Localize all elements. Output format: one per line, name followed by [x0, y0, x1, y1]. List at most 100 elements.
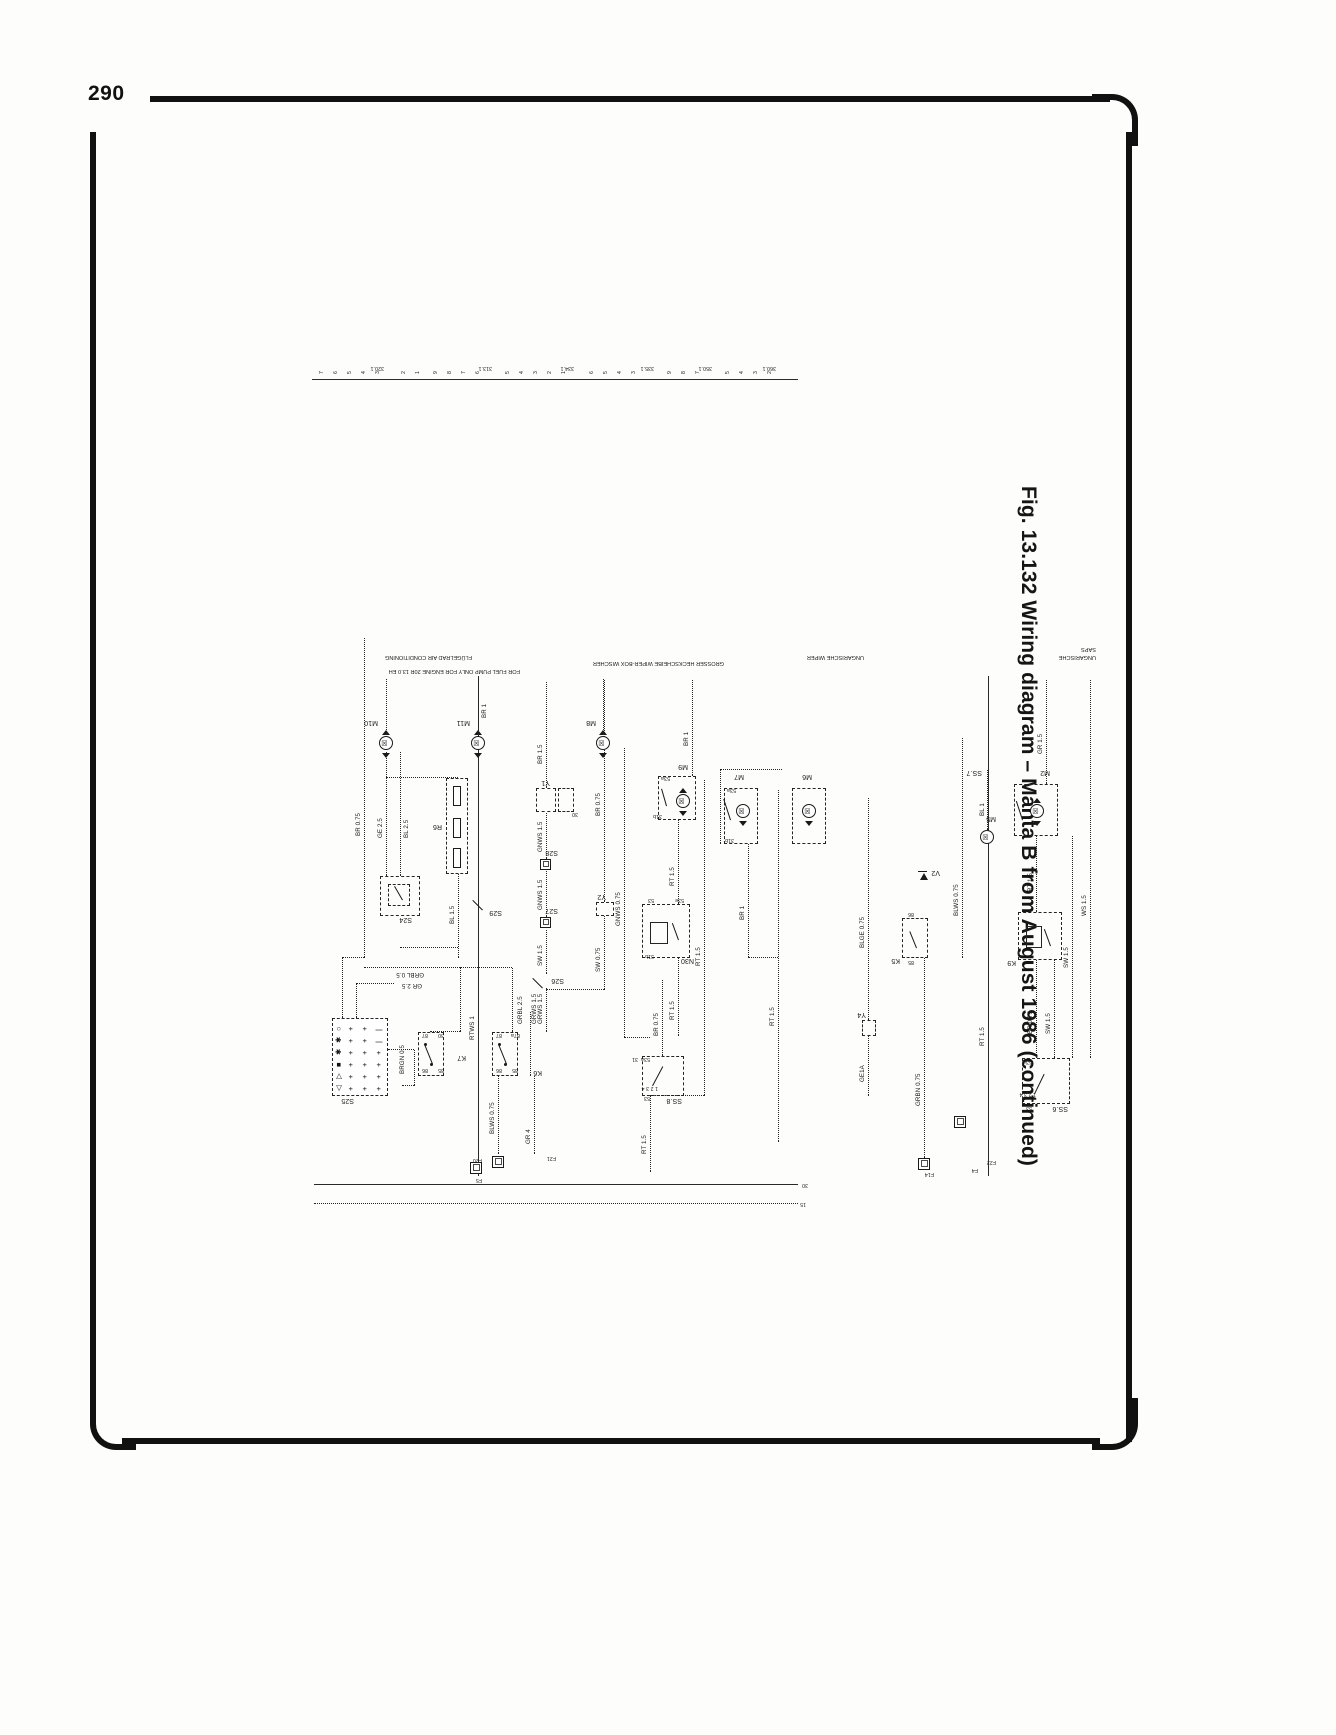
- scale-tick-label: 7: [695, 371, 701, 374]
- wire-label-rt15b: RT 1.5: [669, 1001, 676, 1020]
- wire-label-br075b: BR 0.75: [595, 792, 602, 816]
- wire: [868, 798, 869, 1020]
- ss8-pins: 1 2 3 4: [641, 1085, 658, 1091]
- switch-s27[interactable]: [540, 917, 551, 928]
- rail-label-15: 15: [800, 1201, 806, 1207]
- motor-m7-wing: [739, 821, 747, 826]
- diode-v2-bar: [918, 870, 927, 872]
- terminal-87: 87: [496, 1032, 502, 1038]
- wire: [1046, 680, 1047, 784]
- wire: [342, 958, 343, 1018]
- wire-label-bl1: BL 1: [979, 803, 986, 816]
- scale-tick-label: 4: [739, 371, 745, 374]
- scale-tick-label: 5: [603, 371, 609, 374]
- valve-y2: [596, 902, 614, 916]
- wire: [342, 957, 364, 958]
- relay-k5[interactable]: [902, 918, 928, 958]
- terminal-86: 86: [422, 1067, 428, 1073]
- wire: [364, 967, 460, 968]
- scale-tick-label: 3: [533, 371, 539, 374]
- wire-label-rt15: RT 1.5: [641, 1135, 648, 1154]
- rail-label-30: 30: [802, 1182, 808, 1188]
- wire-label-grbl: GRBL 0.5: [396, 971, 424, 978]
- k9-core: [1026, 926, 1042, 948]
- wire-label-rt15e: RT 1.5: [979, 1027, 986, 1046]
- component-label-m8: M8: [586, 719, 596, 726]
- y1-lower: [558, 788, 574, 812]
- scale-tick-label: 3: [375, 371, 381, 374]
- component-label-s25: S25: [341, 1097, 354, 1104]
- r6-element: [453, 818, 461, 838]
- wire: [1072, 836, 1073, 1058]
- scale-tick-label: 2: [401, 371, 407, 374]
- terminal-53a: 53a: [641, 1056, 650, 1062]
- scale-tick-label: 7: [319, 371, 325, 374]
- fuse-f11[interactable]: [492, 1156, 504, 1168]
- component-label-ss6: SS.6: [1052, 1105, 1068, 1112]
- wire-label-sw15c: SW 1.5: [1063, 947, 1070, 968]
- wire: [1036, 836, 1037, 912]
- terminal-30b: 30: [572, 811, 578, 817]
- scale-column-320: 320.1: [370, 365, 384, 371]
- frame-corner-bottom-right: [1092, 1398, 1138, 1450]
- terminal-86b: 86: [908, 911, 914, 917]
- note-fuel-pump: FOR FUEL PUMP ONLY FOR ENGINE 20R 13.0 E…: [388, 668, 520, 674]
- wire-label-grbl25: GRBL 2.5: [517, 996, 524, 1024]
- scale-tick-label: 3: [631, 371, 637, 374]
- r6-element: [453, 848, 461, 868]
- wire: [624, 1037, 650, 1038]
- wire-rt15-bus: [778, 790, 779, 1142]
- scale-tick-label: 6: [475, 371, 481, 374]
- fuse-f14[interactable]: [918, 1158, 930, 1170]
- wire: [400, 752, 401, 876]
- connector-pad[interactable]: [954, 1116, 966, 1128]
- note-wiper-box: UNGARISCHE WIPER: [806, 654, 864, 660]
- wire-label-rtws: RTWS 1: [469, 1016, 476, 1040]
- terminal-85: 85: [512, 1067, 518, 1073]
- motor-m9-wing: [679, 811, 687, 816]
- motor-m8: ☒: [596, 736, 610, 750]
- motor-m6: ☒: [802, 804, 816, 818]
- motor-m11-wing: [474, 753, 482, 758]
- wire: [720, 769, 782, 770]
- motor-m9: ☒: [676, 794, 690, 808]
- wire-label-rt15d: RT 1.5: [769, 1007, 776, 1026]
- terminal-87: 87: [422, 1032, 428, 1038]
- wire-label-br075c: BR 0.75: [653, 1012, 660, 1036]
- wire: [546, 813, 547, 859]
- component-label-v2: V2: [931, 869, 940, 876]
- fuse-f5[interactable]: [470, 1162, 482, 1174]
- wire-label-gnws15b: GNWS 1.5: [537, 821, 544, 852]
- wire-main-rt15: [478, 676, 479, 1176]
- wire: [1054, 960, 1055, 1058]
- wire-label-grbn075: GRBN 0.75: [915, 1073, 922, 1106]
- note-rear-wiper: GROSSER HECKSCHEIBE WIPER-BOX WISCHER: [592, 660, 724, 666]
- wire: [414, 1050, 415, 1086]
- s25-switch-matrix[interactable]: ◁ ▷ ■ ✱ ✱ ○ + + + + + + + + + + + + + +: [332, 1018, 388, 1096]
- component-label-m11: M11: [456, 719, 470, 726]
- wire-label-grws15b: GRWS 1.5: [537, 993, 544, 1024]
- wire: [498, 1076, 499, 1154]
- scale-tick-label: 2: [547, 371, 553, 374]
- motor-m8-wing: [599, 753, 607, 758]
- motor-m2-wing: [1033, 821, 1041, 826]
- wire-label-br05: BRGN 0.5: [399, 1045, 406, 1074]
- motor-m11: ☒: [471, 736, 485, 750]
- scale-tick-label: 9: [433, 371, 439, 374]
- component-label-f20: F20: [472, 1157, 482, 1163]
- scale-tick-label: 1: [415, 371, 421, 374]
- switch-s28[interactable]: [540, 859, 551, 870]
- note-unganische: UNGARISCHE SAPS: [1058, 646, 1096, 660]
- wire: [662, 980, 663, 1056]
- wire: [430, 1031, 460, 1032]
- scale-tick-label: 1: [561, 371, 567, 374]
- wire: [458, 874, 459, 958]
- wire-label-blws075b: BLWS 0.75: [953, 884, 960, 916]
- frame-top-rule: [150, 96, 1110, 102]
- k7-node: [424, 1043, 427, 1046]
- component-label-f21: F21: [546, 1155, 556, 1161]
- wire: [512, 968, 513, 1032]
- scale-tick-label: 5: [505, 371, 511, 374]
- terminal-85b: 85: [908, 959, 914, 965]
- terminal-31: 31: [632, 1056, 638, 1062]
